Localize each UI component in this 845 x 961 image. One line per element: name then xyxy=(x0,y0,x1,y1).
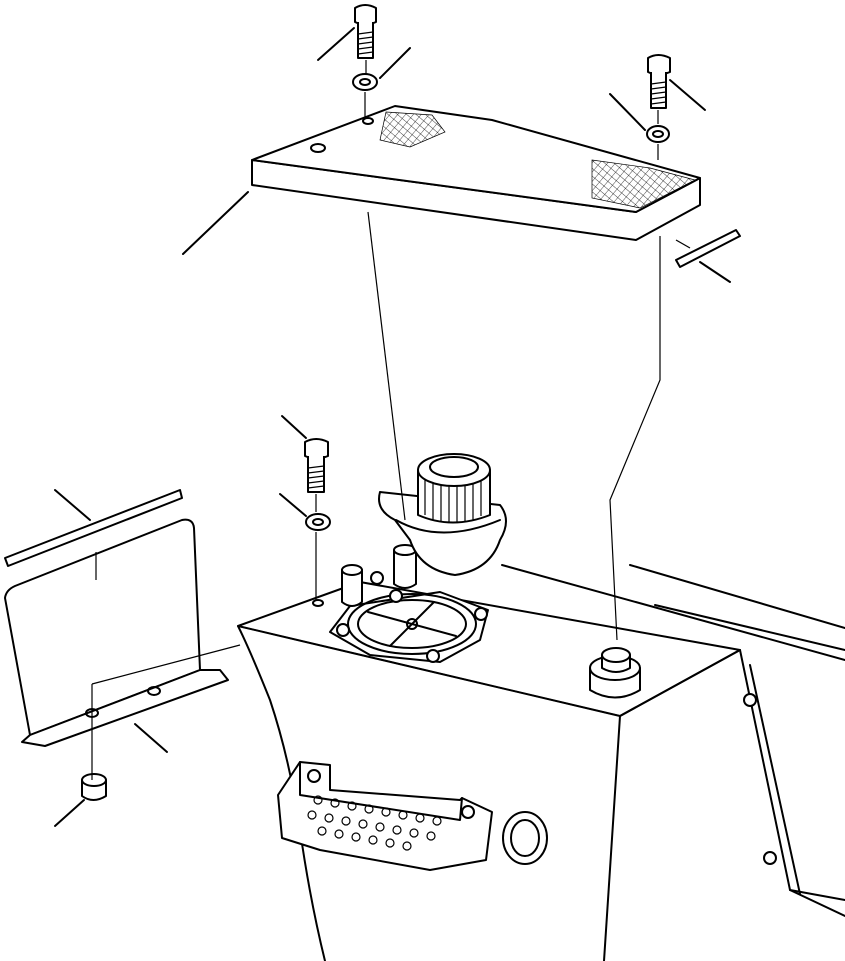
nut-bottom-left xyxy=(81,773,107,801)
washer-top-right xyxy=(646,125,670,143)
callout-leaders xyxy=(54,27,731,827)
spacer-left xyxy=(341,564,384,607)
bolt-top-left xyxy=(354,4,377,59)
bolt-middle xyxy=(304,438,329,493)
spacer-right xyxy=(393,544,417,589)
trim-strip-left xyxy=(4,489,183,567)
drain-plug xyxy=(502,811,548,865)
bolt-top-right xyxy=(647,54,671,109)
access-step xyxy=(277,761,493,871)
trim-strip-right xyxy=(675,229,741,268)
step-cover xyxy=(251,105,701,241)
assembly-guide-lines xyxy=(91,60,691,780)
strainer-flange xyxy=(329,589,489,663)
washer-middle xyxy=(305,513,331,531)
level-gauge-boss xyxy=(589,647,641,699)
breather-cap xyxy=(378,453,507,576)
tank-body xyxy=(237,564,845,961)
bolt-hole xyxy=(312,599,324,607)
mounting-bracket xyxy=(4,518,229,747)
washer-top-left xyxy=(352,73,378,91)
